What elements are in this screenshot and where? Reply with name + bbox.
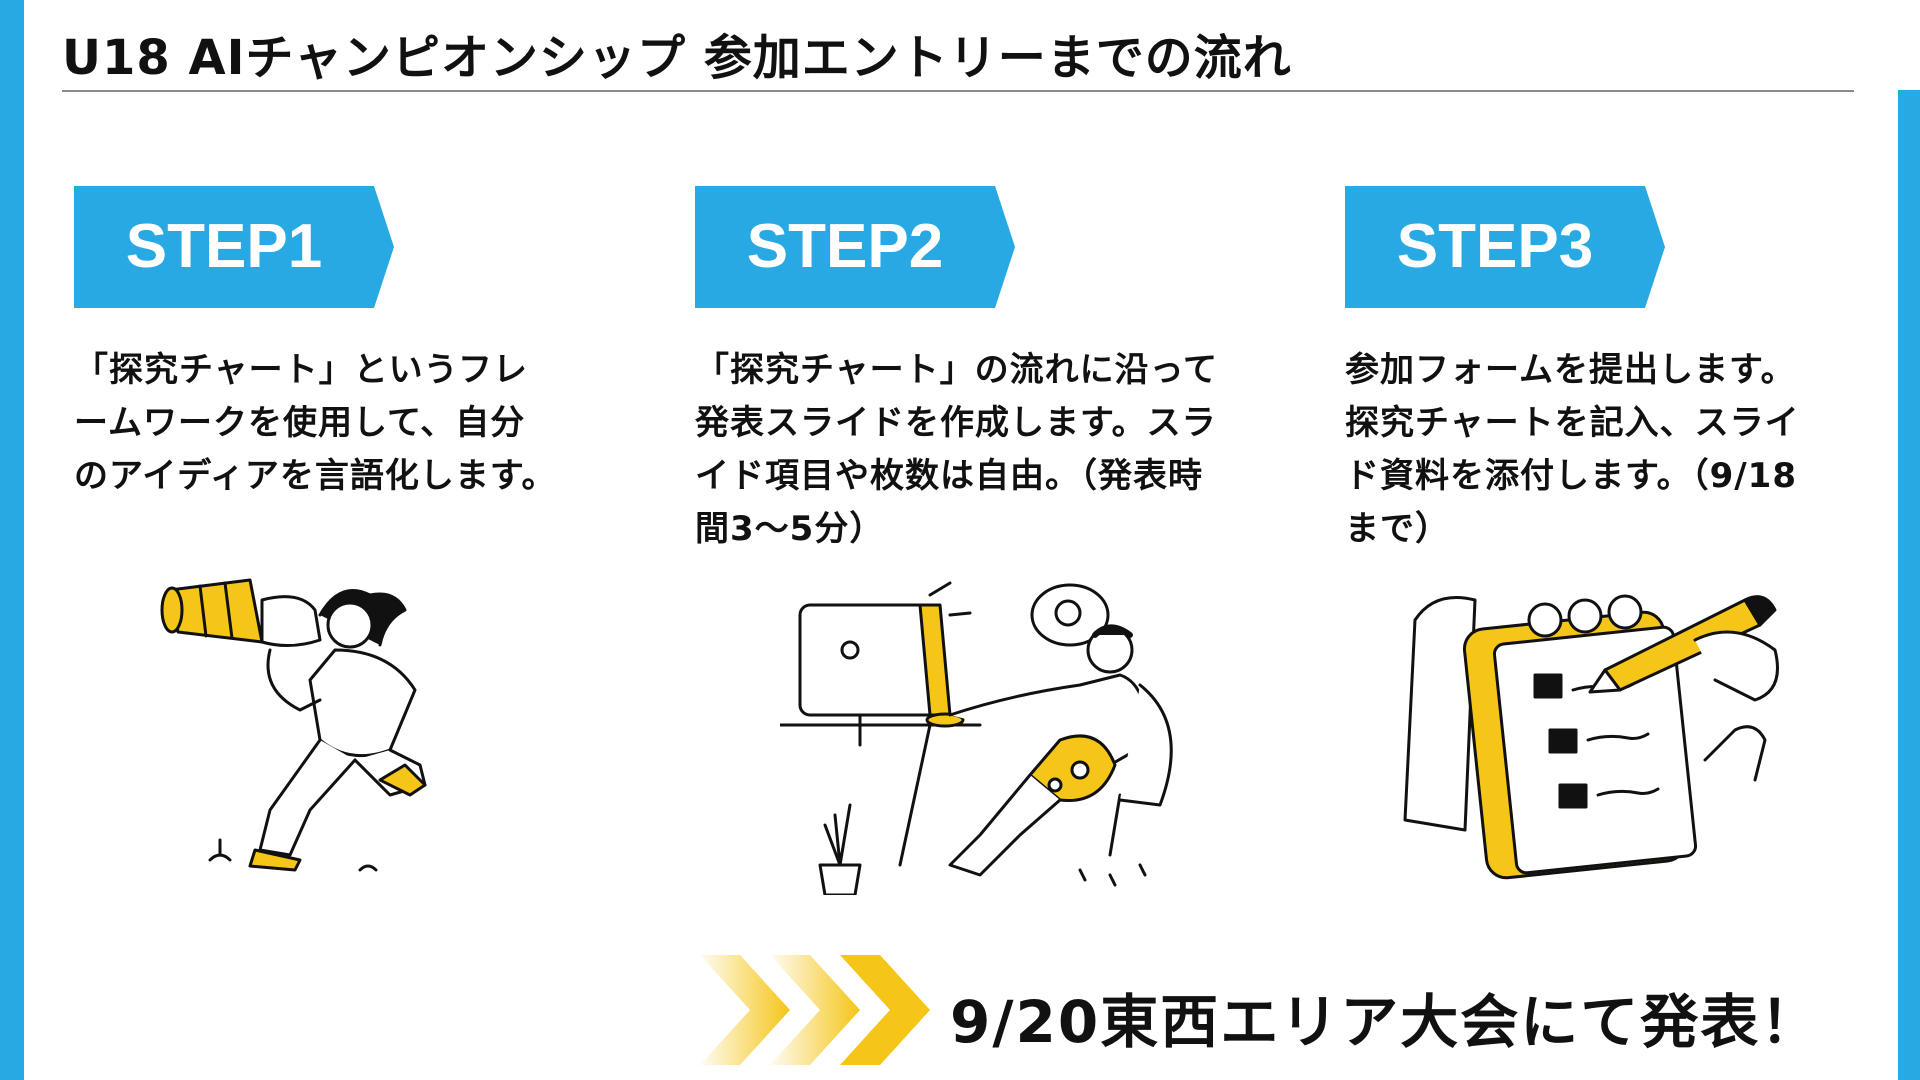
step-2-line: イド項目や枚数は自由。（発表時 <box>695 456 1203 496</box>
step-2-line: 「探究チャート」の流れに沿って <box>695 350 1218 390</box>
step-1-description: 「探究チャート」というフレ ームワークを使用して、自分 のアイディアを言語化しま… <box>74 344 614 503</box>
step-3: STEP3 参加フォームを提出します。 探究チャートを記入、スライ ド資料を添付… <box>1345 186 1905 556</box>
step-3-line: ド資料を添付します。（9/18 <box>1345 456 1797 496</box>
step-3-line: 参加フォームを提出します。 <box>1345 350 1796 390</box>
step-2-line: 発表スライドを作成します。スラ <box>695 403 1217 443</box>
page-title: U18 AIチャンピオンシップ 参加エントリーまでの流れ <box>62 30 1292 86</box>
final-announcement: 9/20東西エリア大会にて発表！ <box>950 988 1821 1056</box>
telescope-person-illustration <box>160 578 427 872</box>
right-accent-bar <box>1898 90 1920 1080</box>
step-2-line: 間3〜5分） <box>695 509 885 549</box>
computer-desk-person-illustration <box>780 581 1173 895</box>
left-accent-bar <box>0 0 24 1080</box>
step-2-label: STEP2 <box>746 212 944 281</box>
step-1-banner: STEP1 <box>74 186 394 308</box>
checklist-pencil-illustration <box>1403 594 1779 880</box>
step-1: STEP1 「探究チャート」というフレ ームワークを使用して、自分 のアイディア… <box>74 186 634 503</box>
step-1-line: のアイディアを言語化します。 <box>74 456 557 496</box>
step-1-line: 「探究チャート」というフレ <box>74 350 528 390</box>
step-2-description: 「探究チャート」の流れに沿って 発表スライドを作成します。スラ イド項目や枚数は… <box>695 344 1235 556</box>
step-3-description: 参加フォームを提出します。 探究チャートを記入、スライ ド資料を添付します。（9… <box>1345 344 1885 556</box>
title-divider <box>62 90 1854 92</box>
step-2-banner: STEP2 <box>695 186 1015 308</box>
step-2: STEP2 「探究チャート」の流れに沿って 発表スライドを作成します。スラ イド… <box>695 186 1255 556</box>
step-1-line: ームワークを使用して、自分 <box>74 403 526 443</box>
step-3-banner: STEP3 <box>1345 186 1665 308</box>
step-3-label: STEP3 <box>1396 212 1594 281</box>
chevrons-right-icon <box>700 955 930 1065</box>
step-3-line: 探究チャートを記入、スライ <box>1345 403 1800 443</box>
step-3-line: まで） <box>1345 509 1450 549</box>
step-1-label: STEP1 <box>125 212 323 281</box>
